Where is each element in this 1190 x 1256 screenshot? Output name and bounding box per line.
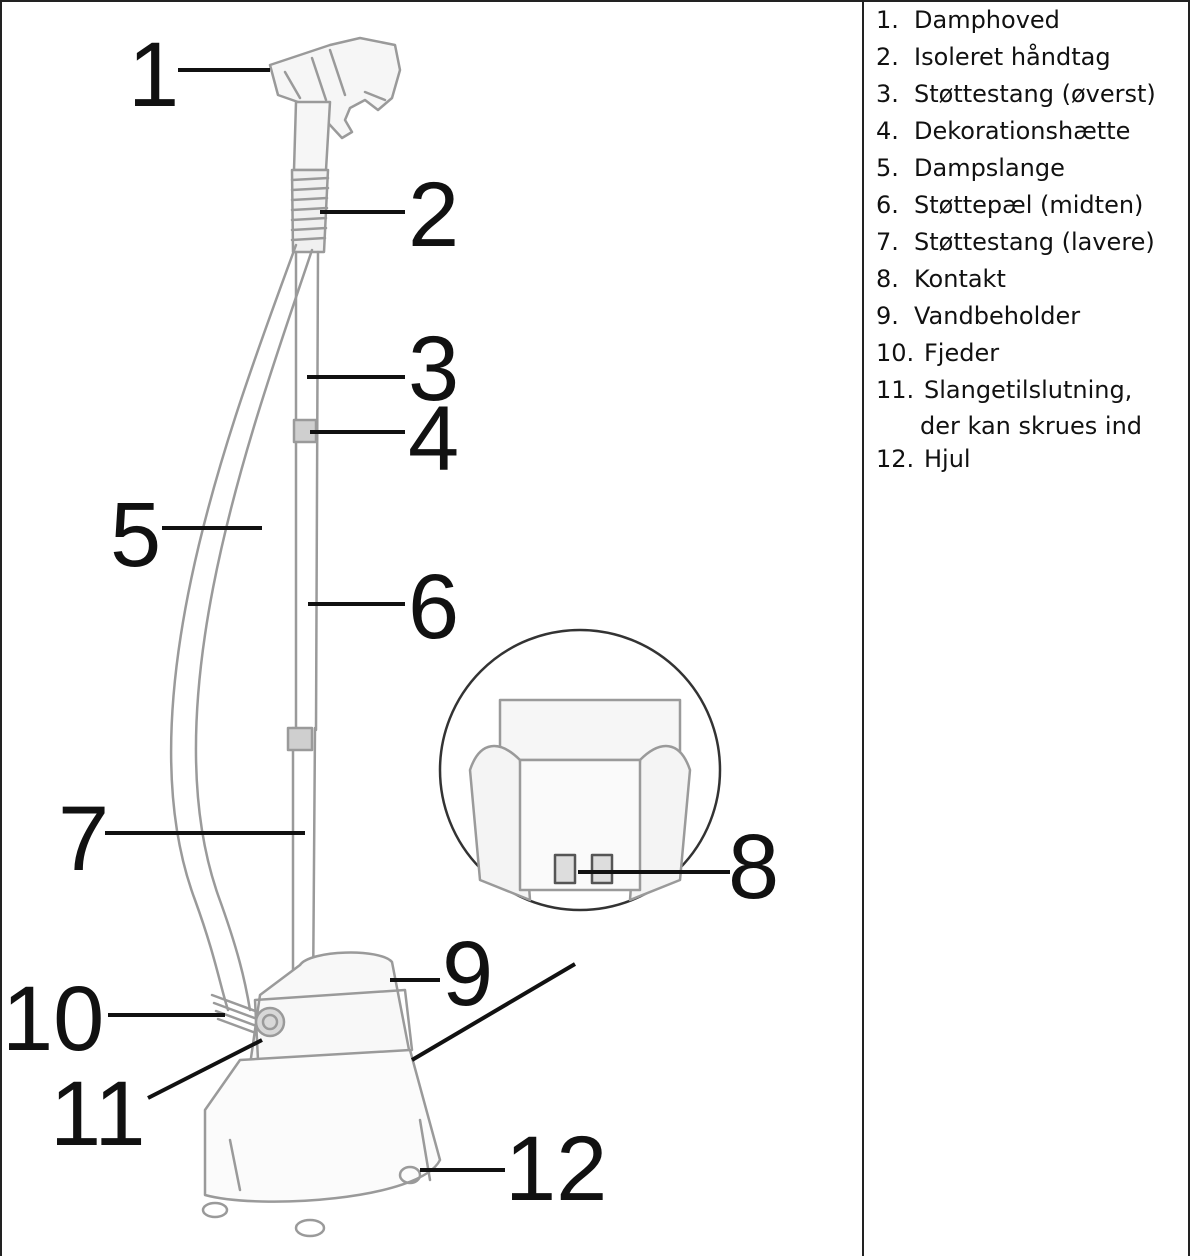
legend-item-1: 1.Damphoved <box>876 6 1060 34</box>
callout-2: 2 <box>408 164 459 266</box>
legend-item-8: 8.Kontakt <box>876 265 1006 293</box>
legend-item-7: 7.Støttestang (lavere) <box>876 228 1155 256</box>
legend-item-9: 9.Vandbeholder <box>876 302 1081 330</box>
callout-4: 4 <box>408 388 459 490</box>
callout-3: 3 <box>408 318 459 420</box>
legend-item-12: 12.Hjul <box>876 445 971 473</box>
callout-8: 8 <box>728 816 779 918</box>
steam-hose <box>169 243 314 1038</box>
legend-item-11: 11.Slangetilslutning,der kan skrues ind <box>876 376 1143 440</box>
callout-5: 5 <box>110 484 161 586</box>
switch-inset <box>438 628 722 912</box>
legend-item-5: 5.Dampslange <box>876 154 1065 182</box>
legend-item-6: 6.Støttepæl (midten) <box>876 191 1144 219</box>
legend-item-10: 10.Fjeder <box>876 339 1000 367</box>
callout-1: 1 <box>128 24 179 126</box>
base-water-tank <box>201 951 442 1238</box>
support-pole <box>286 250 320 1002</box>
callout-7: 7 <box>58 788 109 890</box>
legend-item-4: 4.Dekorationshætte <box>876 117 1131 145</box>
callout-6: 6 <box>408 556 459 658</box>
callout-10: 10 <box>2 968 104 1070</box>
callout-11: 11 <box>50 1063 146 1165</box>
callout-9: 9 <box>442 923 493 1025</box>
leader-lines <box>105 68 730 1172</box>
steam-head <box>268 36 402 140</box>
callout-12: 12 <box>505 1118 607 1220</box>
column-divider <box>862 0 864 1256</box>
callout-numbers: 1 2 3 4 5 6 7 8 9 10 11 12 <box>2 24 779 1220</box>
legend-item-3: 3.Støttestang (øverst) <box>876 80 1156 108</box>
parts-legend: 1.Damphoved 2.Isoleret håndtag 3.Støttes… <box>876 4 1186 480</box>
garment-steamer-diagram: 1 2 3 4 5 6 7 8 9 10 11 12 <box>2 24 779 1238</box>
legend-item-2: 2.Isoleret håndtag <box>876 43 1111 71</box>
steamer-illustration: 1 2 3 4 5 6 7 8 9 10 11 12 <box>2 24 779 1238</box>
insulated-handle <box>290 100 332 254</box>
